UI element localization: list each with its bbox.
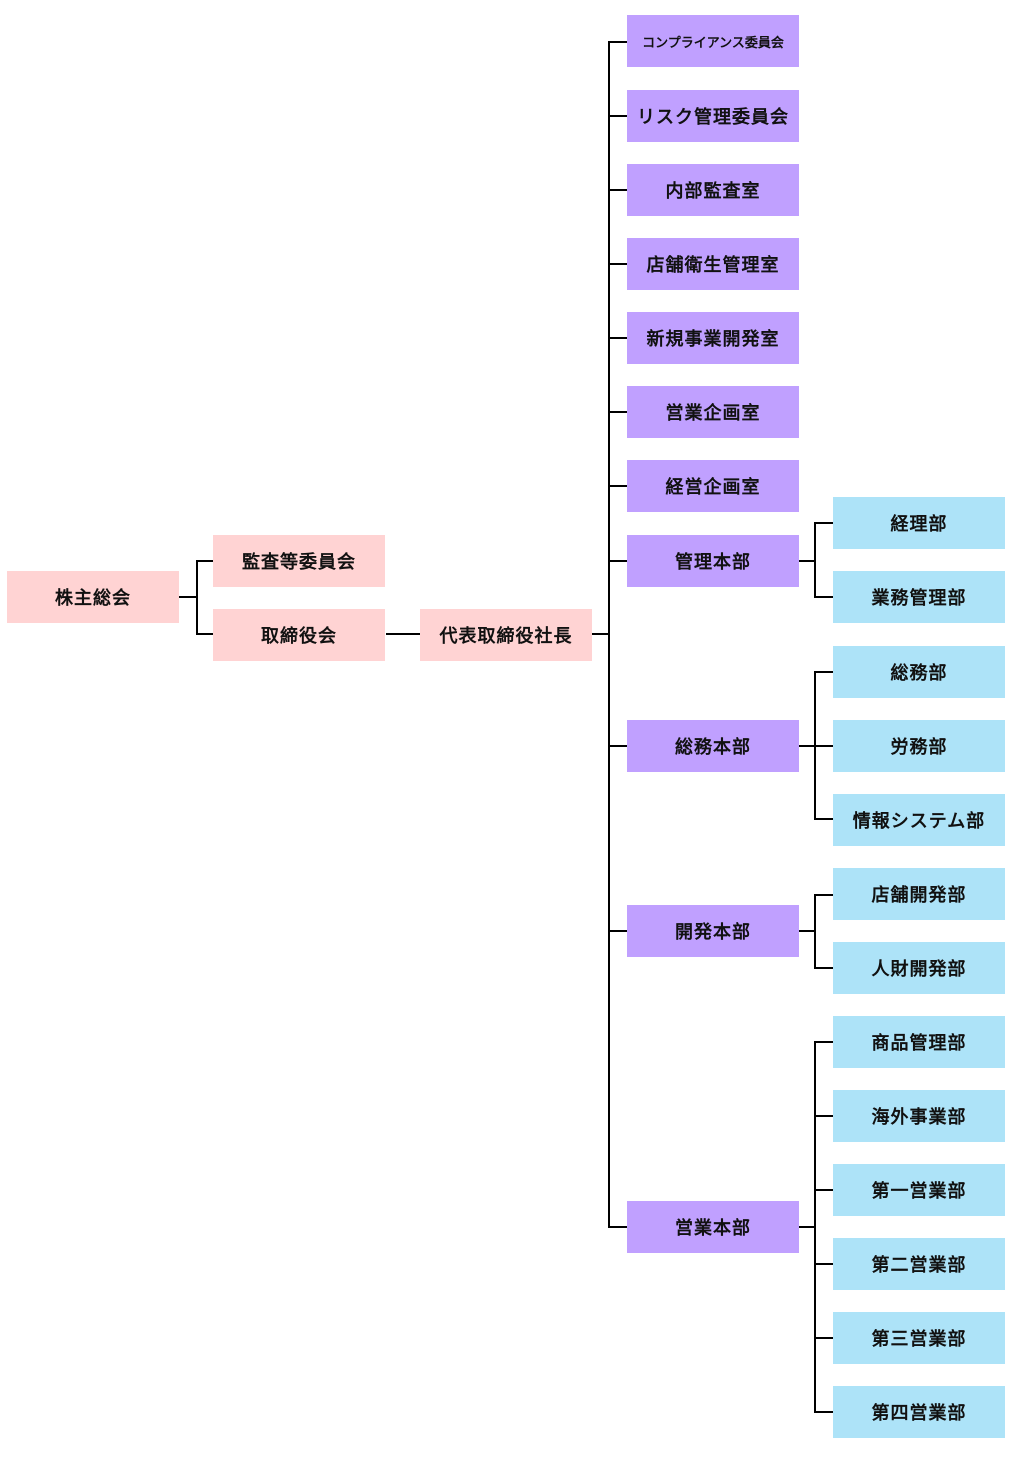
department-business-management: 業務管理部: [833, 571, 1005, 623]
office-new-business: 新規事業開発室: [627, 312, 799, 364]
department-accounting: 経理部: [833, 497, 1005, 549]
office-sales-planning: 営業企画室: [627, 386, 799, 438]
office-risk-management-committee: リスク管理委員会: [627, 90, 799, 142]
office-store-hygiene: 店舗衛生管理室: [627, 238, 799, 290]
department-sales-3: 第三営業部: [833, 1312, 1005, 1364]
department-sales-4: 第四営業部: [833, 1386, 1005, 1438]
office-compliance-committee: コンプライアンス委員会: [627, 15, 799, 67]
division-sales: 営業本部: [627, 1201, 799, 1253]
board-of-directors-box: 取締役会: [213, 609, 385, 661]
office-corporate-planning: 経営企画室: [627, 460, 799, 512]
department-overseas-business: 海外事業部: [833, 1090, 1005, 1142]
division-administration: 管理本部: [627, 535, 799, 587]
department-labor: 労務部: [833, 720, 1005, 772]
shareholders-meeting-box: 株主総会: [7, 571, 179, 623]
department-sales-1: 第一営業部: [833, 1164, 1005, 1216]
department-sales-2: 第二営業部: [833, 1238, 1005, 1290]
president-box: 代表取締役社長: [420, 609, 592, 661]
audit-committee-box: 監査等委員会: [213, 535, 385, 587]
division-development: 開発本部: [627, 905, 799, 957]
department-human-resources-development: 人財開発部: [833, 942, 1005, 994]
department-information-systems: 情報システム部: [833, 794, 1005, 846]
department-store-development: 店舗開発部: [833, 868, 1005, 920]
division-general-affairs: 総務本部: [627, 720, 799, 772]
department-general-affairs: 総務部: [833, 646, 1005, 698]
office-internal-audit: 内部監査室: [627, 164, 799, 216]
department-merchandise-management: 商品管理部: [833, 1016, 1005, 1068]
